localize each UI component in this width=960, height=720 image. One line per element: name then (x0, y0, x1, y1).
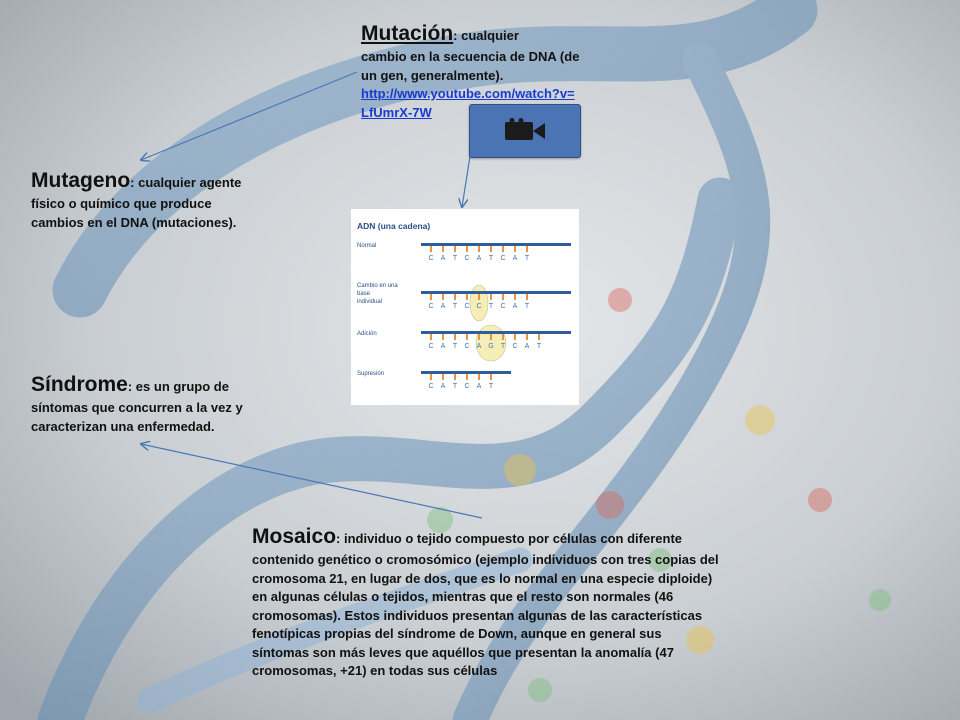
base-letter: A (441, 303, 446, 310)
mutacion-definition: Mutación: cualquier cambio en la secuenc… (361, 22, 581, 122)
base-letter: C (428, 383, 433, 390)
base-letter: T (453, 255, 458, 262)
base-tick (430, 334, 432, 340)
sindrome-definition: Síndrome: es un grupo de síntomas que co… (31, 373, 261, 436)
base-tick (454, 294, 456, 300)
base-letter: A (441, 255, 446, 262)
base-tick (478, 246, 480, 252)
base-letter: C (464, 255, 469, 262)
base-tick (478, 294, 480, 300)
base-letter: T (489, 383, 494, 390)
base-letter: A (525, 343, 530, 350)
base-tick (430, 294, 432, 300)
mutageno-text: físico o químico que produce cambios en … (31, 196, 237, 230)
base-letter: C (428, 255, 433, 262)
base-tick (466, 294, 468, 300)
base-tick (442, 294, 444, 300)
base-letter: A (477, 255, 482, 262)
base-tick (538, 334, 540, 340)
base-letter: C (428, 303, 433, 310)
base-tick (430, 374, 432, 380)
base-letter: C (464, 303, 469, 310)
video-button[interactable] (469, 104, 581, 158)
sindrome-text: síntomas que concurren a la vez y caract… (31, 400, 243, 434)
mutacion-colon: : cualquier (453, 28, 519, 43)
base-tick (442, 246, 444, 252)
base-tick (454, 334, 456, 340)
mutacion-text: cambio en la secuencia de DNA (de un gen… (361, 49, 580, 83)
base-tick (526, 294, 528, 300)
diagram-title: ADN (una cadena) (357, 221, 430, 231)
base-letter: T (537, 343, 542, 350)
base-tick (478, 334, 480, 340)
base-tick (490, 246, 492, 252)
mosaico-text: contenido genético o cromosómico (ejempl… (252, 552, 719, 678)
youtube-link[interactable]: http://www.youtube.com/watch?v=LfUmrX-7W (361, 86, 575, 120)
mutacion-term: Mutación (361, 22, 454, 45)
base-letter: T (453, 343, 458, 350)
base-letter: C (500, 255, 505, 262)
base-tick (514, 334, 516, 340)
base-letter: G (488, 343, 493, 350)
base-letter: A (441, 343, 446, 350)
dna-strand (421, 243, 571, 246)
base-tick (466, 374, 468, 380)
base-letter: T (525, 255, 530, 262)
base-letter: C (500, 303, 505, 310)
base-letter: A (513, 303, 518, 310)
base-letter: A (477, 343, 482, 350)
base-tick (502, 334, 504, 340)
base-tick (502, 294, 504, 300)
base-letter: T (525, 303, 530, 310)
base-tick (502, 246, 504, 252)
base-tick (490, 374, 492, 380)
base-letter: C (512, 343, 517, 350)
mutageno-colon: : cualquier agente (130, 175, 242, 190)
diagram-row-label: Supresión (357, 371, 384, 377)
base-letter: T (453, 383, 458, 390)
diagram-row-label: Normal (357, 243, 376, 249)
base-letter: A (477, 383, 482, 390)
base-letter: C (428, 343, 433, 350)
video-camera-icon (505, 118, 545, 140)
base-letter: C (464, 383, 469, 390)
base-tick (466, 246, 468, 252)
dna-strand (421, 371, 511, 374)
base-letter: C (464, 343, 469, 350)
base-letter: A (513, 255, 518, 262)
base-tick (454, 246, 456, 252)
sindrome-term: Síndrome (31, 373, 128, 396)
dna-strand (421, 291, 571, 294)
mutageno-definition: Mutageno: cualquier agente físico o quím… (31, 169, 261, 232)
mosaico-term: Mosaico (252, 525, 337, 548)
base-tick (454, 374, 456, 380)
mosaico-colon: : individuo o tejido compuesto por célul… (336, 531, 683, 546)
base-tick (490, 334, 492, 340)
base-letter: T (489, 255, 494, 262)
sindrome-colon: : es un grupo de (127, 379, 229, 394)
base-letter: C (476, 303, 481, 310)
dna-strand (421, 331, 571, 334)
base-letter: T (489, 303, 494, 310)
base-tick (526, 246, 528, 252)
mosaico-definition: Mosaico: individuo o tejido compuesto po… (252, 525, 722, 681)
base-tick (514, 294, 516, 300)
base-tick (478, 374, 480, 380)
base-tick (430, 246, 432, 252)
base-letter: T (501, 343, 506, 350)
base-tick (466, 334, 468, 340)
base-tick (514, 246, 516, 252)
mutageno-term: Mutageno (31, 169, 131, 192)
base-tick (442, 374, 444, 380)
base-letter: T (453, 303, 458, 310)
base-tick (526, 334, 528, 340)
diagram-row-label: Adición (357, 331, 377, 337)
base-letter: A (441, 383, 446, 390)
base-tick (442, 334, 444, 340)
base-tick (490, 294, 492, 300)
